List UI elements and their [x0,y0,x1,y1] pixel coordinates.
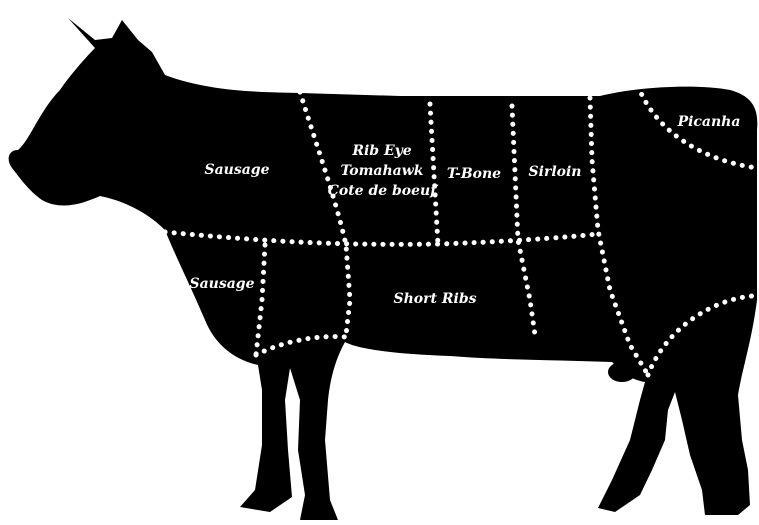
cut-labels: Sausage Rib Eye Tomahawk Cote de boeuf T… [189,114,740,307]
label-picanha: Picanha [677,114,741,130]
divider-sirloin-rump [587,95,651,378]
divider-neck [297,89,353,338]
divider-tbone-sirloin [509,103,538,338]
label-rib-eye-2: Tomahawk [340,163,423,179]
divider-rear-flank [645,293,755,378]
cut-lines [162,83,759,378]
label-rib-eye-1: Rib Eye [351,143,411,159]
label-rib-eye-3: Cote de boeuf [328,183,440,199]
divider-picanha [635,83,759,171]
divider-brisket [253,242,268,358]
label-sausage-lower: Sausage [189,276,254,292]
label-sirloin: Sirloin [529,164,582,180]
label-sausage-upper: Sausage [204,162,269,178]
label-short-ribs: Short Ribs [394,291,477,307]
divider-horizontal [162,229,601,247]
cow-silhouette [8,18,758,520]
divider-rib-tbone [427,101,441,248]
label-t-bone: T-Bone [447,166,501,182]
divider-bottom-curve [253,334,349,358]
